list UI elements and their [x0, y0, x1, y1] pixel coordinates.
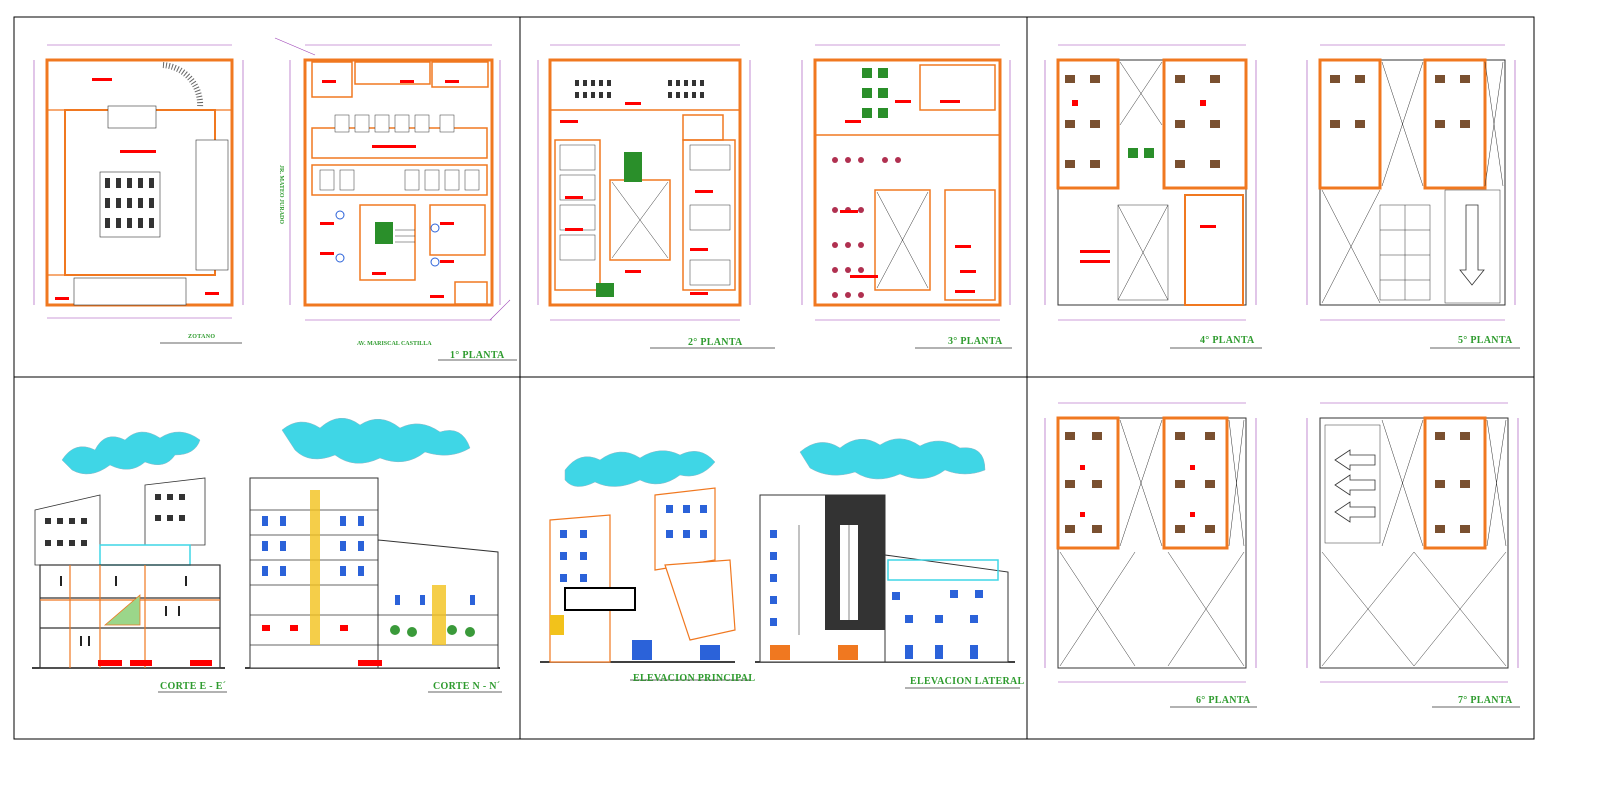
title-corte-ee: CORTE E - E´: [160, 681, 227, 692]
sky-clouds: [61, 418, 986, 487]
title-planta-2: 2° PLANTA: [688, 337, 743, 348]
title-planta-6: 6° PLANTA: [1196, 695, 1251, 706]
street-label-front: AV. MARISCAL CASTILLA: [357, 341, 432, 347]
elevation-lateral: [755, 494, 1020, 689]
section-corte-ee: [32, 477, 227, 693]
street-label-side: JR. MATEO JURADO: [278, 165, 284, 225]
title-planta-1: 1° PLANTA: [450, 350, 505, 361]
plan-planta-5: [1306, 44, 1520, 349]
section-corte-nn: [245, 477, 502, 693]
title-planta-7: 7° PLANTA: [1458, 695, 1513, 706]
plan-planta-7: [1306, 402, 1520, 708]
plan-planta-3: [801, 44, 1012, 349]
title-elevacion-lateral: ELEVACION LATERAL: [910, 676, 1025, 687]
elevation-principal: [540, 487, 750, 681]
plan-planta-6: [1044, 402, 1257, 708]
plan-planta-1: [274, 37, 517, 361]
title-planta-4: 4° PLANTA: [1200, 335, 1255, 346]
title-planta-5: 5° PLANTA: [1458, 335, 1513, 346]
plan-planta-2: [537, 44, 775, 349]
title-elevacion-principal: ELEVACION PRINCIPAL: [633, 673, 756, 684]
sheet-frame: [13, 16, 1535, 740]
plan-zotano: [33, 44, 244, 344]
plan-planta-4: [1044, 44, 1262, 349]
title-corte-nn: CORTE N - N´: [433, 681, 501, 692]
title-zotano: ZOTANO: [188, 334, 216, 340]
title-planta-3: 3° PLANTA: [948, 336, 1003, 347]
